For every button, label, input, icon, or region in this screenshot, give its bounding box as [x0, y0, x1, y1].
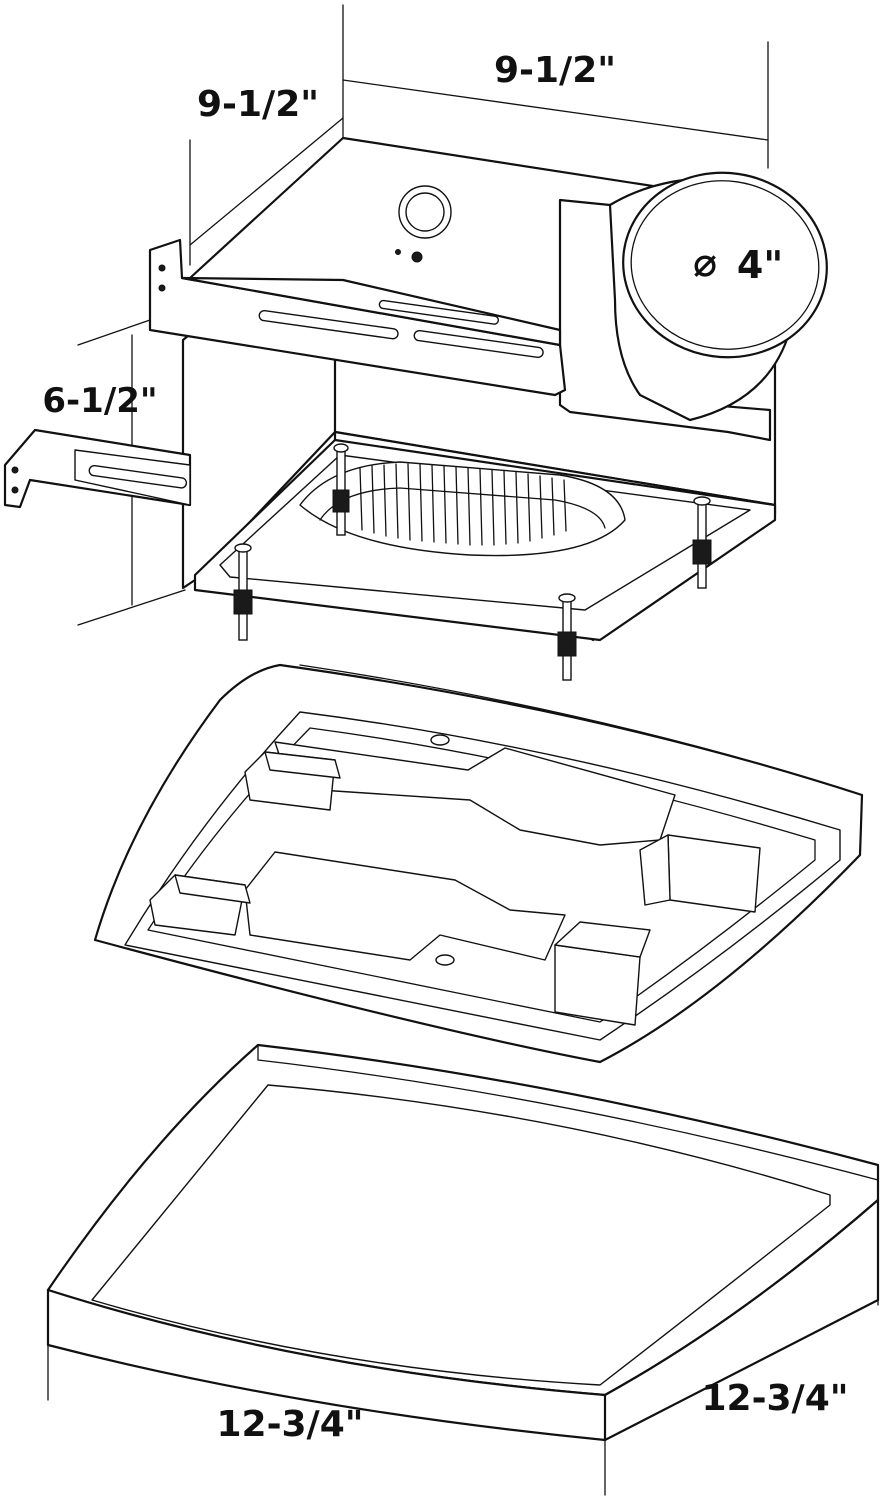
- duct-collar: [558, 171, 828, 442]
- bracket-slot-2: [413, 329, 544, 359]
- housing-hole: [395, 249, 401, 255]
- mounting-bracket-bottom: [3, 428, 192, 509]
- duct-opening-inner: [630, 180, 820, 350]
- housing-height-label: 6-1/2": [42, 381, 157, 421]
- stud-4: [692, 496, 712, 589]
- foam-block-1: [244, 751, 341, 811]
- stud-2: [233, 543, 253, 641]
- duct-opening-outer: [622, 171, 828, 359]
- housing-screw: [411, 251, 423, 263]
- dimension-labels: 9-1/2" 9-1/2" ⌀ 4" 6-1/2" 12-3/4" 12-3/4…: [42, 50, 848, 1445]
- duct-diameter-label: ⌀ 4": [693, 240, 783, 287]
- mounting-studs: [233, 443, 712, 681]
- cover-skirt: [46, 1198, 880, 1442]
- bracket-slot-3: [378, 299, 500, 325]
- knockout-ring-inner: [405, 192, 445, 232]
- backplate-hole-2: [435, 954, 455, 966]
- backplate-center-panel: [274, 741, 676, 846]
- duct-diameter-value: 4": [737, 243, 783, 287]
- grille-cover: [46, 1043, 880, 1442]
- grille-back-plate: [93, 663, 864, 1064]
- backplate-lower-panel: [244, 851, 566, 961]
- foam-block-4: [554, 921, 651, 1026]
- stud-3: [557, 593, 577, 681]
- housing-depth-label: 9-1/2": [197, 84, 319, 125]
- housing-width-label: 9-1/2": [494, 50, 616, 91]
- backplate-hole-1: [430, 734, 450, 746]
- blower-wheel: [299, 461, 626, 557]
- bracket-slot-4: [88, 464, 188, 489]
- mounting-bracket-top: [148, 238, 567, 397]
- grille-width-label: 12-3/4": [216, 1404, 363, 1445]
- grille-depth-label: 12-3/4": [701, 1378, 848, 1419]
- stud-1: [332, 443, 350, 536]
- foam-block-2: [149, 874, 251, 936]
- foam-block-3: [639, 834, 761, 913]
- bracket-slot-1: [258, 309, 399, 340]
- diameter-symbol: ⌀: [693, 240, 717, 286]
- cover-inner-panel: [91, 1084, 831, 1386]
